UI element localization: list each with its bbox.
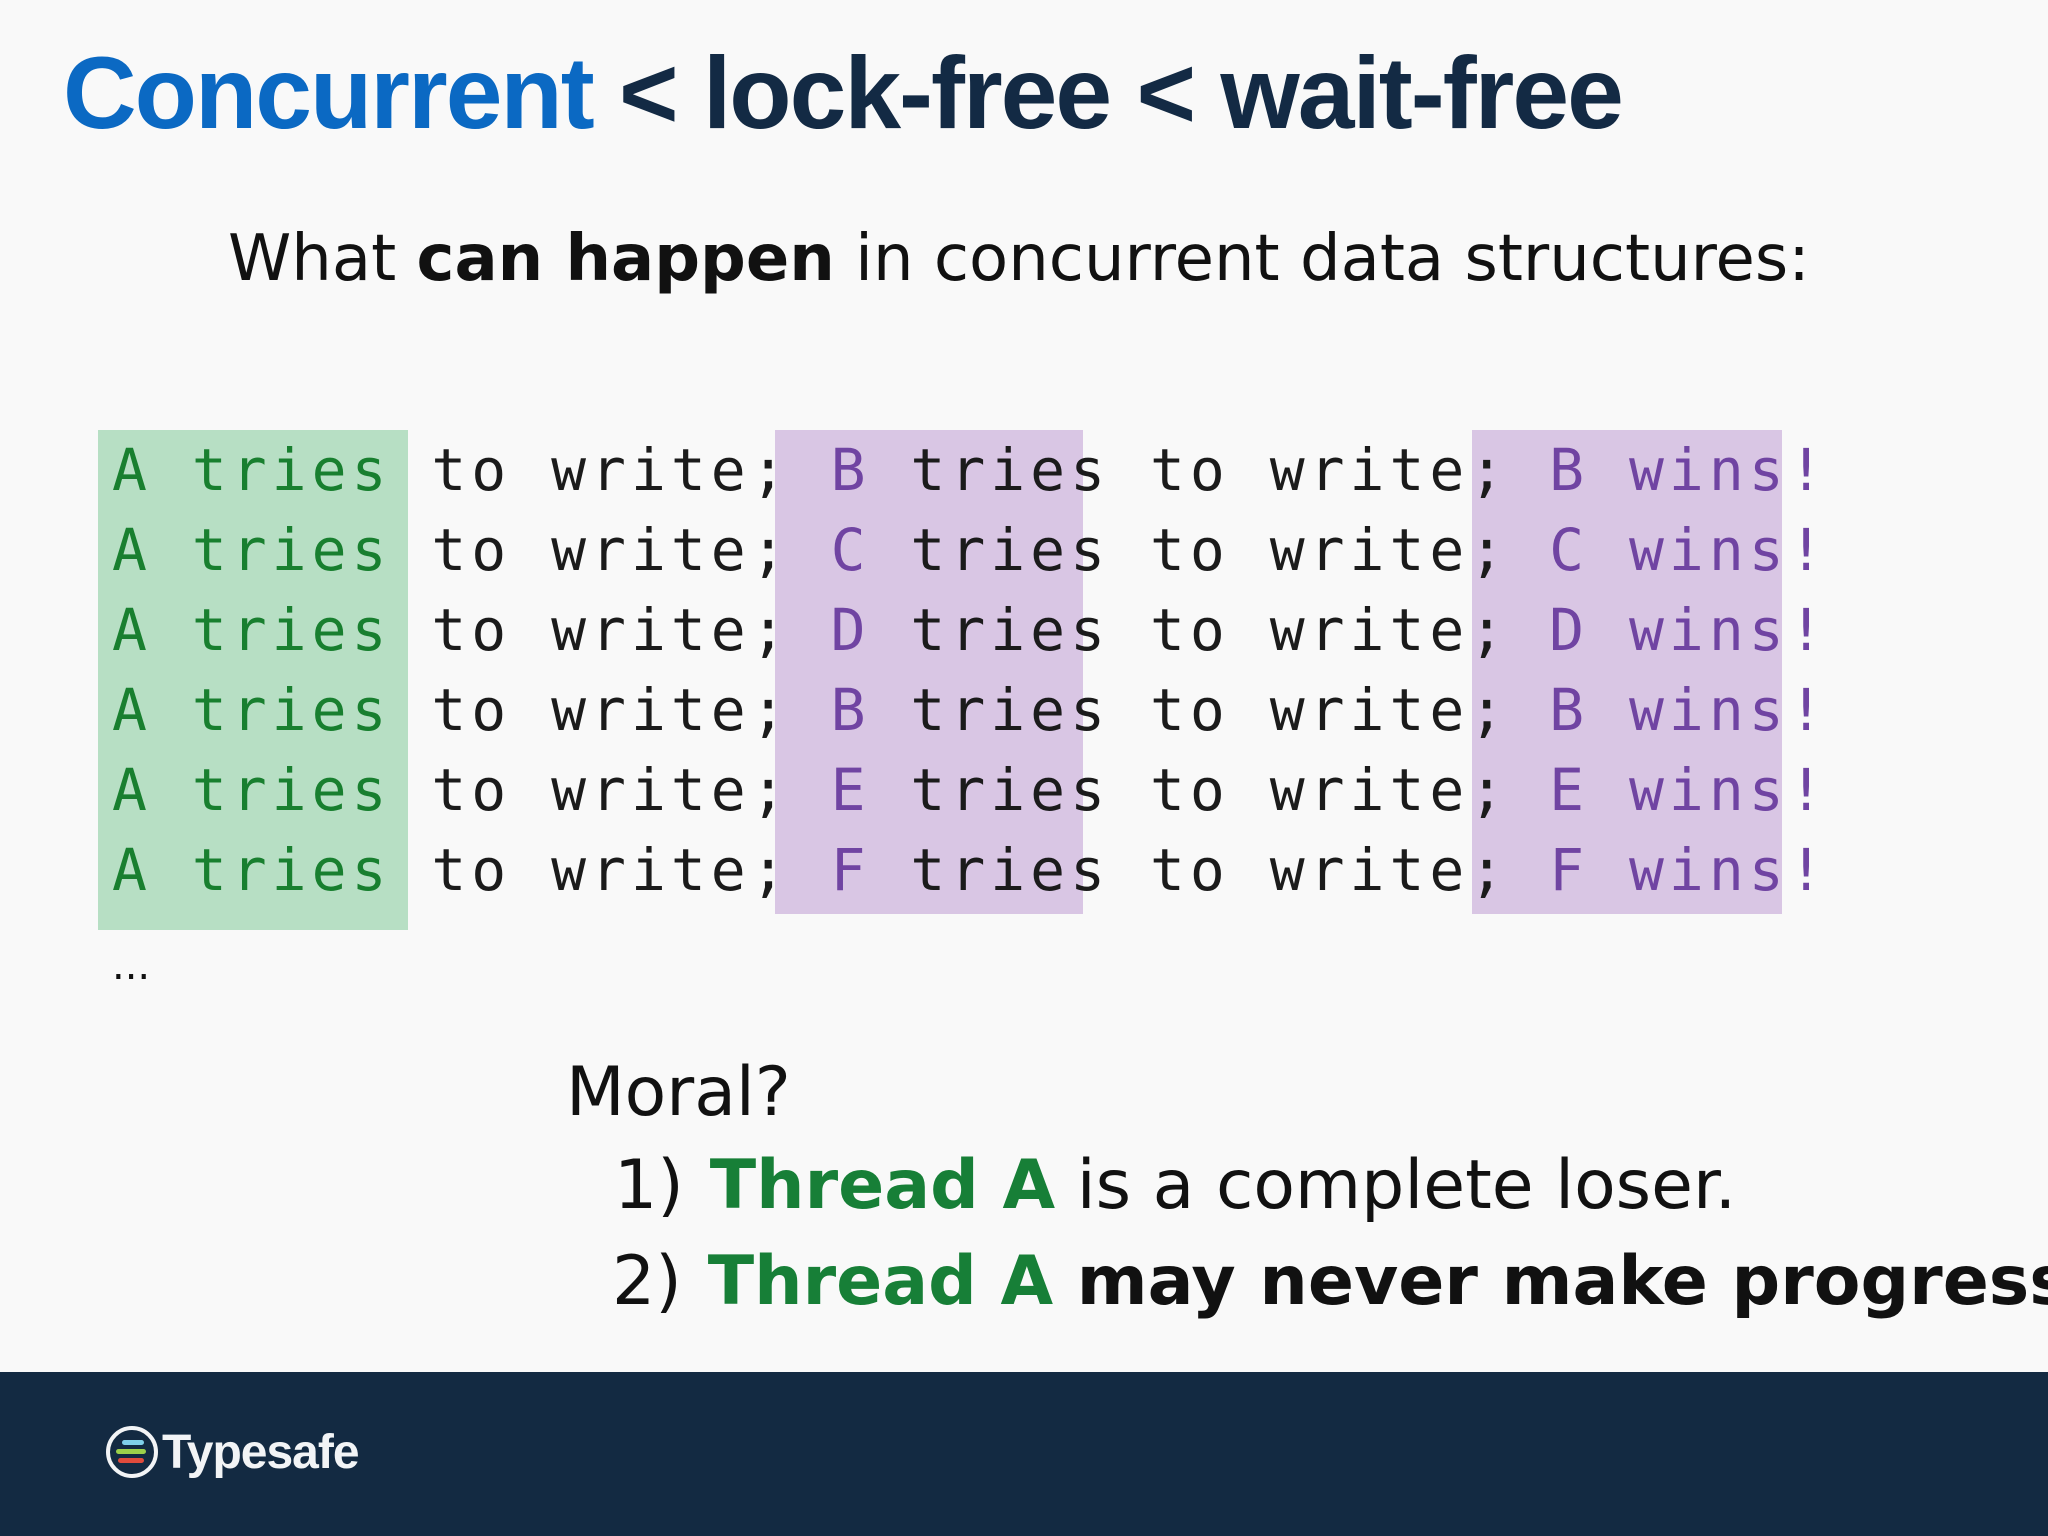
winner-label: F — [1549, 836, 1590, 904]
thread-a-tries: tries — [191, 516, 392, 584]
thread-a-label: A — [112, 836, 152, 904]
code-line: A tries to write; B tries to write; B wi… — [112, 670, 1829, 750]
moral-point: 2) Thread A may never make progress. — [612, 1236, 2048, 1328]
winner-wins: wins! — [1629, 676, 1829, 744]
winner-label: E — [1549, 756, 1590, 824]
code-line: A tries to write; B tries to write; B wi… — [112, 430, 1829, 510]
thread-a-tries: tries — [191, 676, 392, 744]
code-example: A tries to write; B tries to write; B wi… — [98, 430, 1824, 940]
winner-wins: wins! — [1629, 836, 1829, 904]
code-text: to write; — [431, 676, 791, 744]
code-text: to write; — [1149, 756, 1510, 824]
thread-a-label: A — [112, 756, 152, 824]
winner-wins: wins! — [1629, 436, 1829, 504]
thread-a-tries: tries — [191, 756, 392, 824]
typesafe-logo-icon — [106, 1426, 158, 1478]
code-text: to write; — [1149, 836, 1510, 904]
code-text: to write; — [431, 516, 791, 584]
slide-title-rest: < lock-free < wait-free — [619, 36, 1624, 150]
subtitle-before: What — [228, 222, 417, 296]
competitor-tries: tries — [910, 436, 1111, 504]
moral-heading: Moral? — [566, 1053, 791, 1132]
thread-a-label: A — [112, 676, 152, 744]
competitor-label: C — [830, 516, 871, 584]
winner-wins: wins! — [1629, 516, 1829, 584]
thread-a-label: A — [112, 436, 152, 504]
code-text: to write; — [1149, 436, 1510, 504]
code-line: A tries to write; E tries to write; E wi… — [112, 750, 1829, 830]
competitor-tries: tries — [910, 676, 1111, 744]
competitor-label: B — [830, 436, 871, 504]
slide-title-accent: Concurrent — [63, 36, 595, 150]
thread-a-label: A — [112, 596, 152, 664]
brand-name: Typesafe — [162, 1425, 360, 1479]
thread-a-tries: tries — [191, 596, 392, 664]
code-text: to write; — [1149, 596, 1510, 664]
slide-footer: Typesafe — [0, 1372, 2048, 1536]
thread-a-tries: tries — [191, 436, 392, 504]
thread-a-highlight-text: Thread A — [709, 1146, 1056, 1225]
winner-label: B — [1549, 676, 1590, 744]
moral-point-text: may never make progress. — [1053, 1242, 2048, 1321]
thread-a-label: A — [112, 516, 152, 584]
competitor-label: D — [830, 596, 871, 664]
subtitle-bold: can happen — [416, 222, 835, 296]
winner-label: C — [1549, 516, 1590, 584]
slide-title: Concurrent < lock-free < wait-free — [63, 34, 1624, 152]
thread-a-highlight-text: Thread A — [707, 1242, 1054, 1321]
subtitle-after: in concurrent data structures: — [834, 222, 1810, 296]
competitor-label: E — [830, 756, 871, 824]
winner-highlight — [1472, 430, 1782, 914]
moral-point-text: is a complete loser. — [1055, 1146, 1737, 1225]
code-line: A tries to write; F tries to write; F wi… — [112, 830, 1829, 910]
code-text: to write; — [431, 596, 791, 664]
code-line: A tries to write; C tries to write; C wi… — [112, 510, 1829, 590]
winner-label: B — [1549, 436, 1590, 504]
code-text: to write; — [1149, 516, 1510, 584]
code-text: to write; — [1149, 676, 1510, 744]
code-line: A tries to write; D tries to write; D wi… — [112, 590, 1829, 670]
code-text: to write; — [431, 756, 791, 824]
thread-a-tries: tries — [191, 836, 392, 904]
moral-point-number: 2) — [612, 1242, 682, 1321]
competitor-label: B — [830, 676, 871, 744]
slide-subtitle: What can happen in concurrent data struc… — [228, 214, 1810, 304]
moral-point: 1) Thread A is a complete loser. — [614, 1140, 1736, 1232]
competitor-label: F — [830, 836, 871, 904]
competitor-tries: tries — [910, 596, 1111, 664]
thread-a-highlight — [98, 430, 408, 930]
competitor-tries: tries — [910, 516, 1111, 584]
code-text: to write; — [431, 436, 791, 504]
typesafe-logo: Typesafe — [104, 1424, 360, 1480]
moral-point-number: 1) — [614, 1146, 684, 1225]
code-ellipsis: ... — [112, 943, 151, 989]
competitor-tries: tries — [910, 836, 1111, 904]
winner-wins: wins! — [1629, 596, 1829, 664]
winner-wins: wins! — [1629, 756, 1829, 824]
code-text: to write; — [431, 836, 791, 904]
winner-label: D — [1549, 596, 1590, 664]
competitor-highlight — [775, 430, 1083, 914]
competitor-tries: tries — [910, 756, 1111, 824]
